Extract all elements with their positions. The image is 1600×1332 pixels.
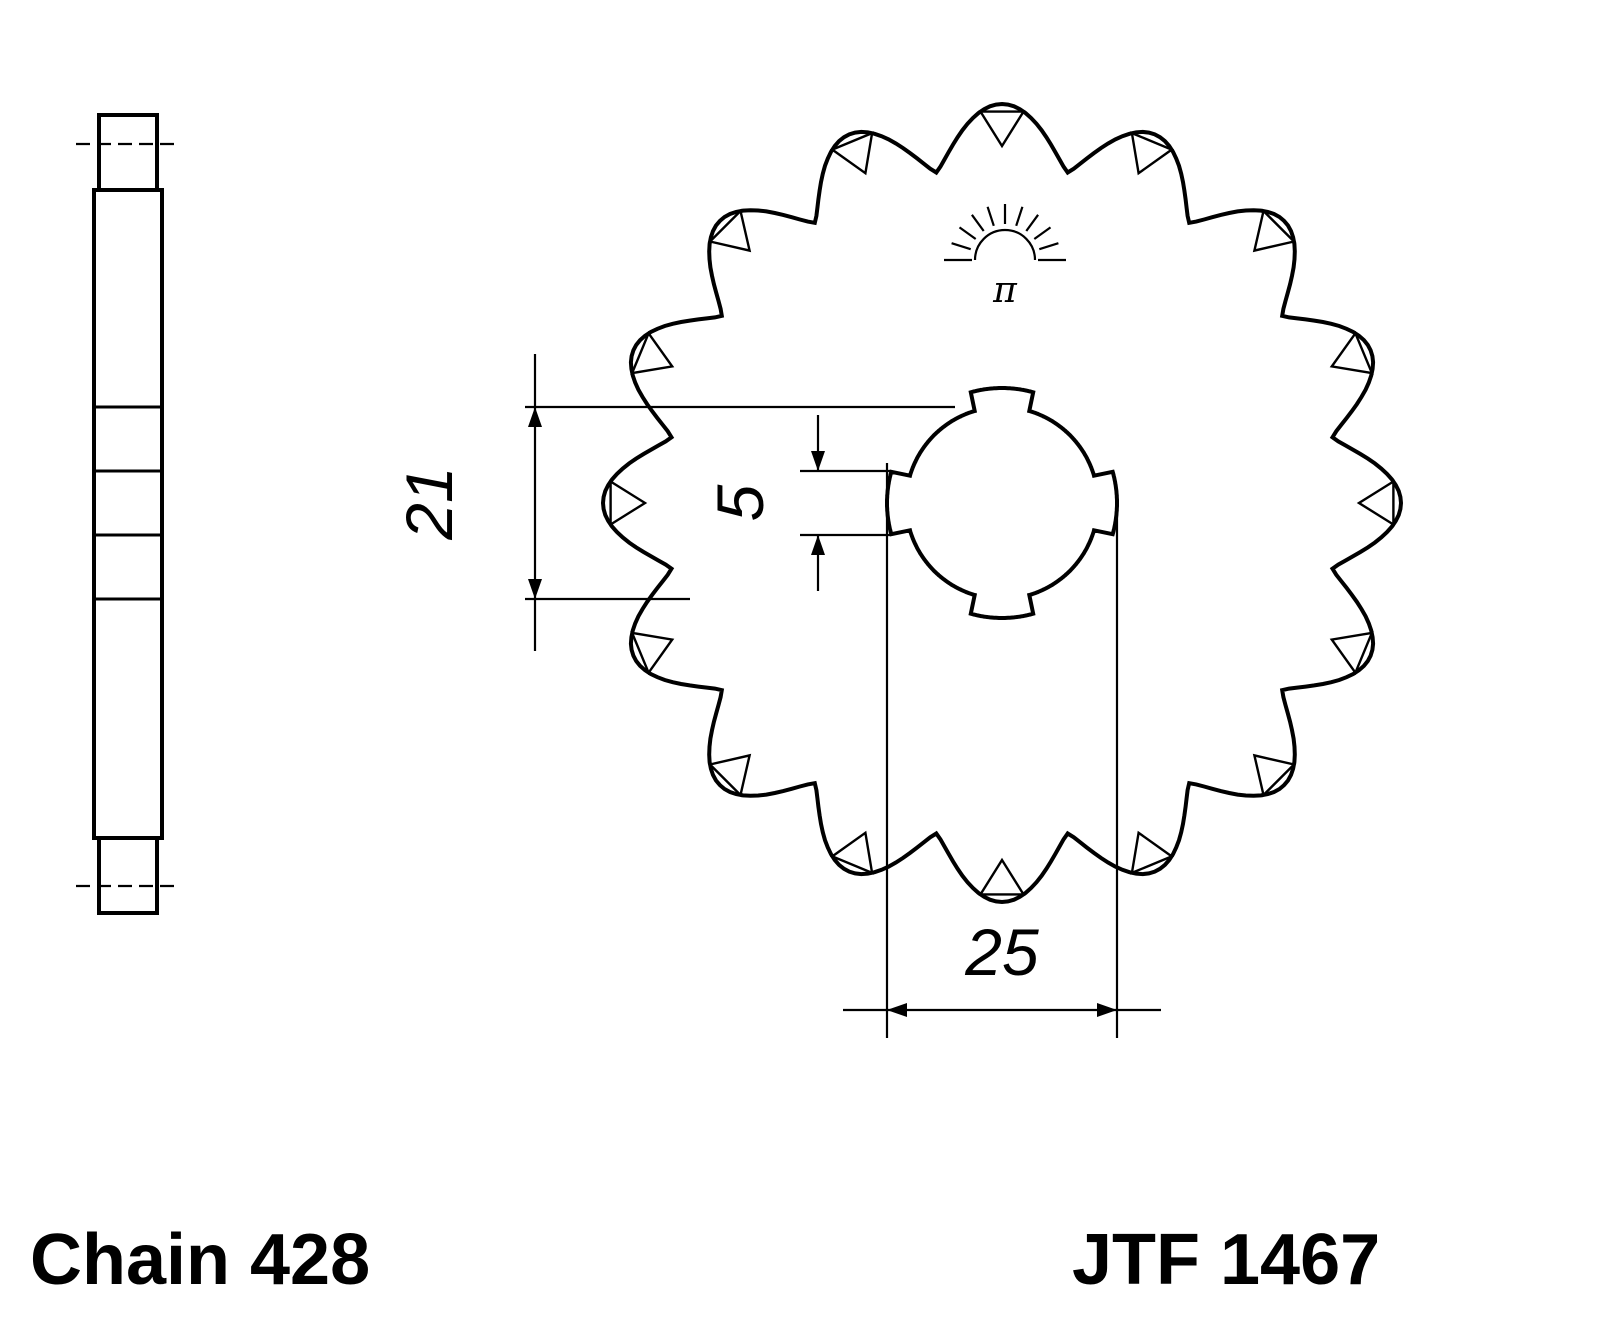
dim-21-label: 21	[392, 466, 466, 540]
dim-5-label: 5	[703, 484, 777, 521]
logo-glyph: π	[992, 270, 1018, 311]
chain-type-label: Chain 428	[30, 1220, 370, 1300]
arrow-right-icon	[1097, 1003, 1117, 1017]
side-view	[76, 113, 180, 915]
dim-25-label: 25	[964, 915, 1039, 989]
arrow-down-icon	[811, 451, 825, 471]
dimension-25: 25	[843, 463, 1161, 1038]
sun-dome	[973, 228, 1037, 261]
dimension-21: 21	[392, 354, 955, 651]
arrow-up-icon	[528, 407, 542, 427]
hub-bottom-outline	[97, 836, 159, 915]
sun-rays	[951, 204, 1059, 251]
arrow-down-icon	[528, 579, 542, 599]
tooth-chamfer-marks	[609, 110, 1395, 896]
arrow-left-icon	[887, 1003, 907, 1017]
hub-top-outline	[97, 113, 159, 192]
part-number-label: JTF 1467	[1072, 1220, 1380, 1300]
dimension-5: 5	[703, 415, 890, 591]
rising-sun-logo-icon: π	[944, 204, 1066, 311]
arrow-up-icon	[811, 535, 825, 555]
section-body-outline	[92, 188, 164, 840]
front-view	[600, 101, 1404, 905]
